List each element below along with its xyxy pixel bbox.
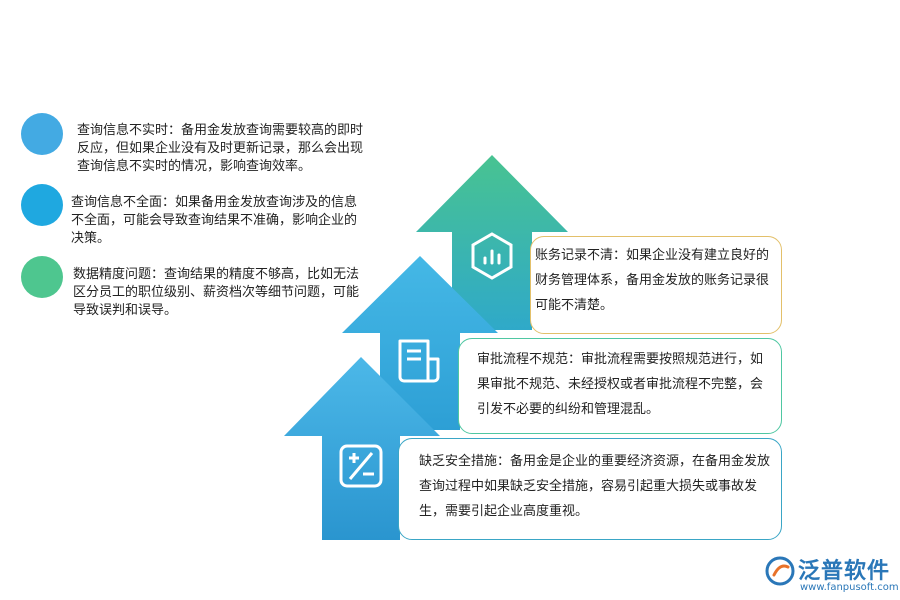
plus-minus-icon [339,444,383,488]
issue-text-realtime: 查询信息不实时：备用金发放查询需要较高的即时反应，但如果企业没有及时更新记录，那… [77,123,364,174]
bullet-dot-2 [21,184,63,226]
textbox-approval: 审批流程不规范：审批流程需要按照规范进行，如果审批不规范、未经授权或者审批流程不… [458,338,782,434]
logo-name: 泛普软件 [798,559,891,584]
textbox-approval-text: 审批流程不规范：审批流程需要按照规范进行，如果审批不规范、未经授权或者审批流程不… [477,352,764,417]
issue-text-incomplete: 查询信息不全面：如果备用金发放查询涉及的信息不全面，可能会导致查询结果不准确，影… [71,195,358,246]
textbox-security-text: 缺乏安全措施：备用金是企业的重要经济资源，在备用金发放查询过程中如果缺乏安全措施… [419,454,771,519]
bar-chart-icon [471,232,513,280]
bullet-dot-1 [21,113,63,155]
textbox-accounting-text: 账务记录不清：如果企业没有建立良好的财务管理体系，备用金发放的账务记录很可能不清… [535,248,770,313]
arrow-bottom [284,357,440,540]
brand-logo: 泛普软件 www.fanpusoft.com [764,553,899,597]
document-icon [398,339,440,383]
logo-url: www.fanpusoft.com [800,582,899,593]
textbox-security: 缺乏安全措施：备用金是企业的重要经济资源，在备用金发放查询过程中如果缺乏安全措施… [398,438,782,540]
textbox-accounting: 账务记录不清：如果企业没有建立良好的财务管理体系，备用金发放的账务记录很可能不清… [530,236,782,334]
bullet-dot-3 [21,256,63,298]
issue-text-precision: 数据精度问题：查询结果的精度不够高，比如无法区分员工的职位级别、薪资档次等细节问… [73,267,360,318]
logo-mark-icon [765,556,795,586]
